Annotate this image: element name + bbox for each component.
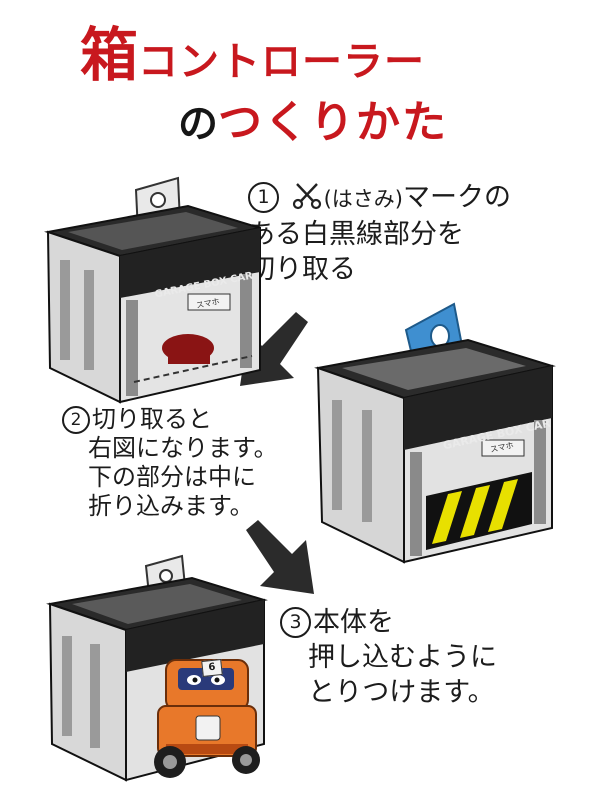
step-1-text: 1 (はさみ)マークの ある白黒線部分を 切り取る bbox=[248, 180, 511, 287]
step-1-line3: 切り取る bbox=[248, 254, 356, 285]
title-controller: コントローラー bbox=[138, 39, 426, 85]
scissors-icon bbox=[292, 180, 322, 210]
box-step-1-image: GARAGE BOX CAR スマホ bbox=[38, 170, 263, 420]
title-howto: つくりかた bbox=[218, 97, 448, 148]
step-1-line1: マークの bbox=[402, 182, 511, 213]
title-line-2: のつくりかた bbox=[178, 86, 448, 150]
step-2-line1: 切り取ると bbox=[92, 405, 212, 433]
step-2-line4: 折り込みます。 bbox=[88, 492, 254, 520]
step-2-line3: 下の部分は中に bbox=[88, 463, 256, 491]
step-3-line2: 押し込むように bbox=[308, 642, 497, 673]
step-2-line2: 右図になります。 bbox=[88, 434, 278, 462]
step-1-number: 1 bbox=[248, 182, 279, 213]
step-3-number: 3 bbox=[280, 607, 311, 638]
arrow-down-right-icon bbox=[246, 520, 314, 594]
step-1-line2: ある白黒線部分を bbox=[248, 219, 464, 250]
step-3-line3: とりつけます。 bbox=[308, 677, 495, 708]
title-no: の bbox=[178, 101, 218, 147]
step-2-number: 2 bbox=[62, 406, 90, 434]
car-number-plate: 6 bbox=[201, 658, 223, 678]
box-step-3-image: 6 bbox=[42, 548, 272, 798]
box-step-2-image: GARAGE BOX CAR スマホ bbox=[312, 300, 562, 570]
title-kanji: 箱 bbox=[80, 21, 139, 89]
step-1-paren: (はさみ) bbox=[323, 187, 403, 211]
step-3-line1: 本体を bbox=[313, 607, 394, 638]
title-line-1: 箱コントローラー bbox=[80, 8, 425, 92]
